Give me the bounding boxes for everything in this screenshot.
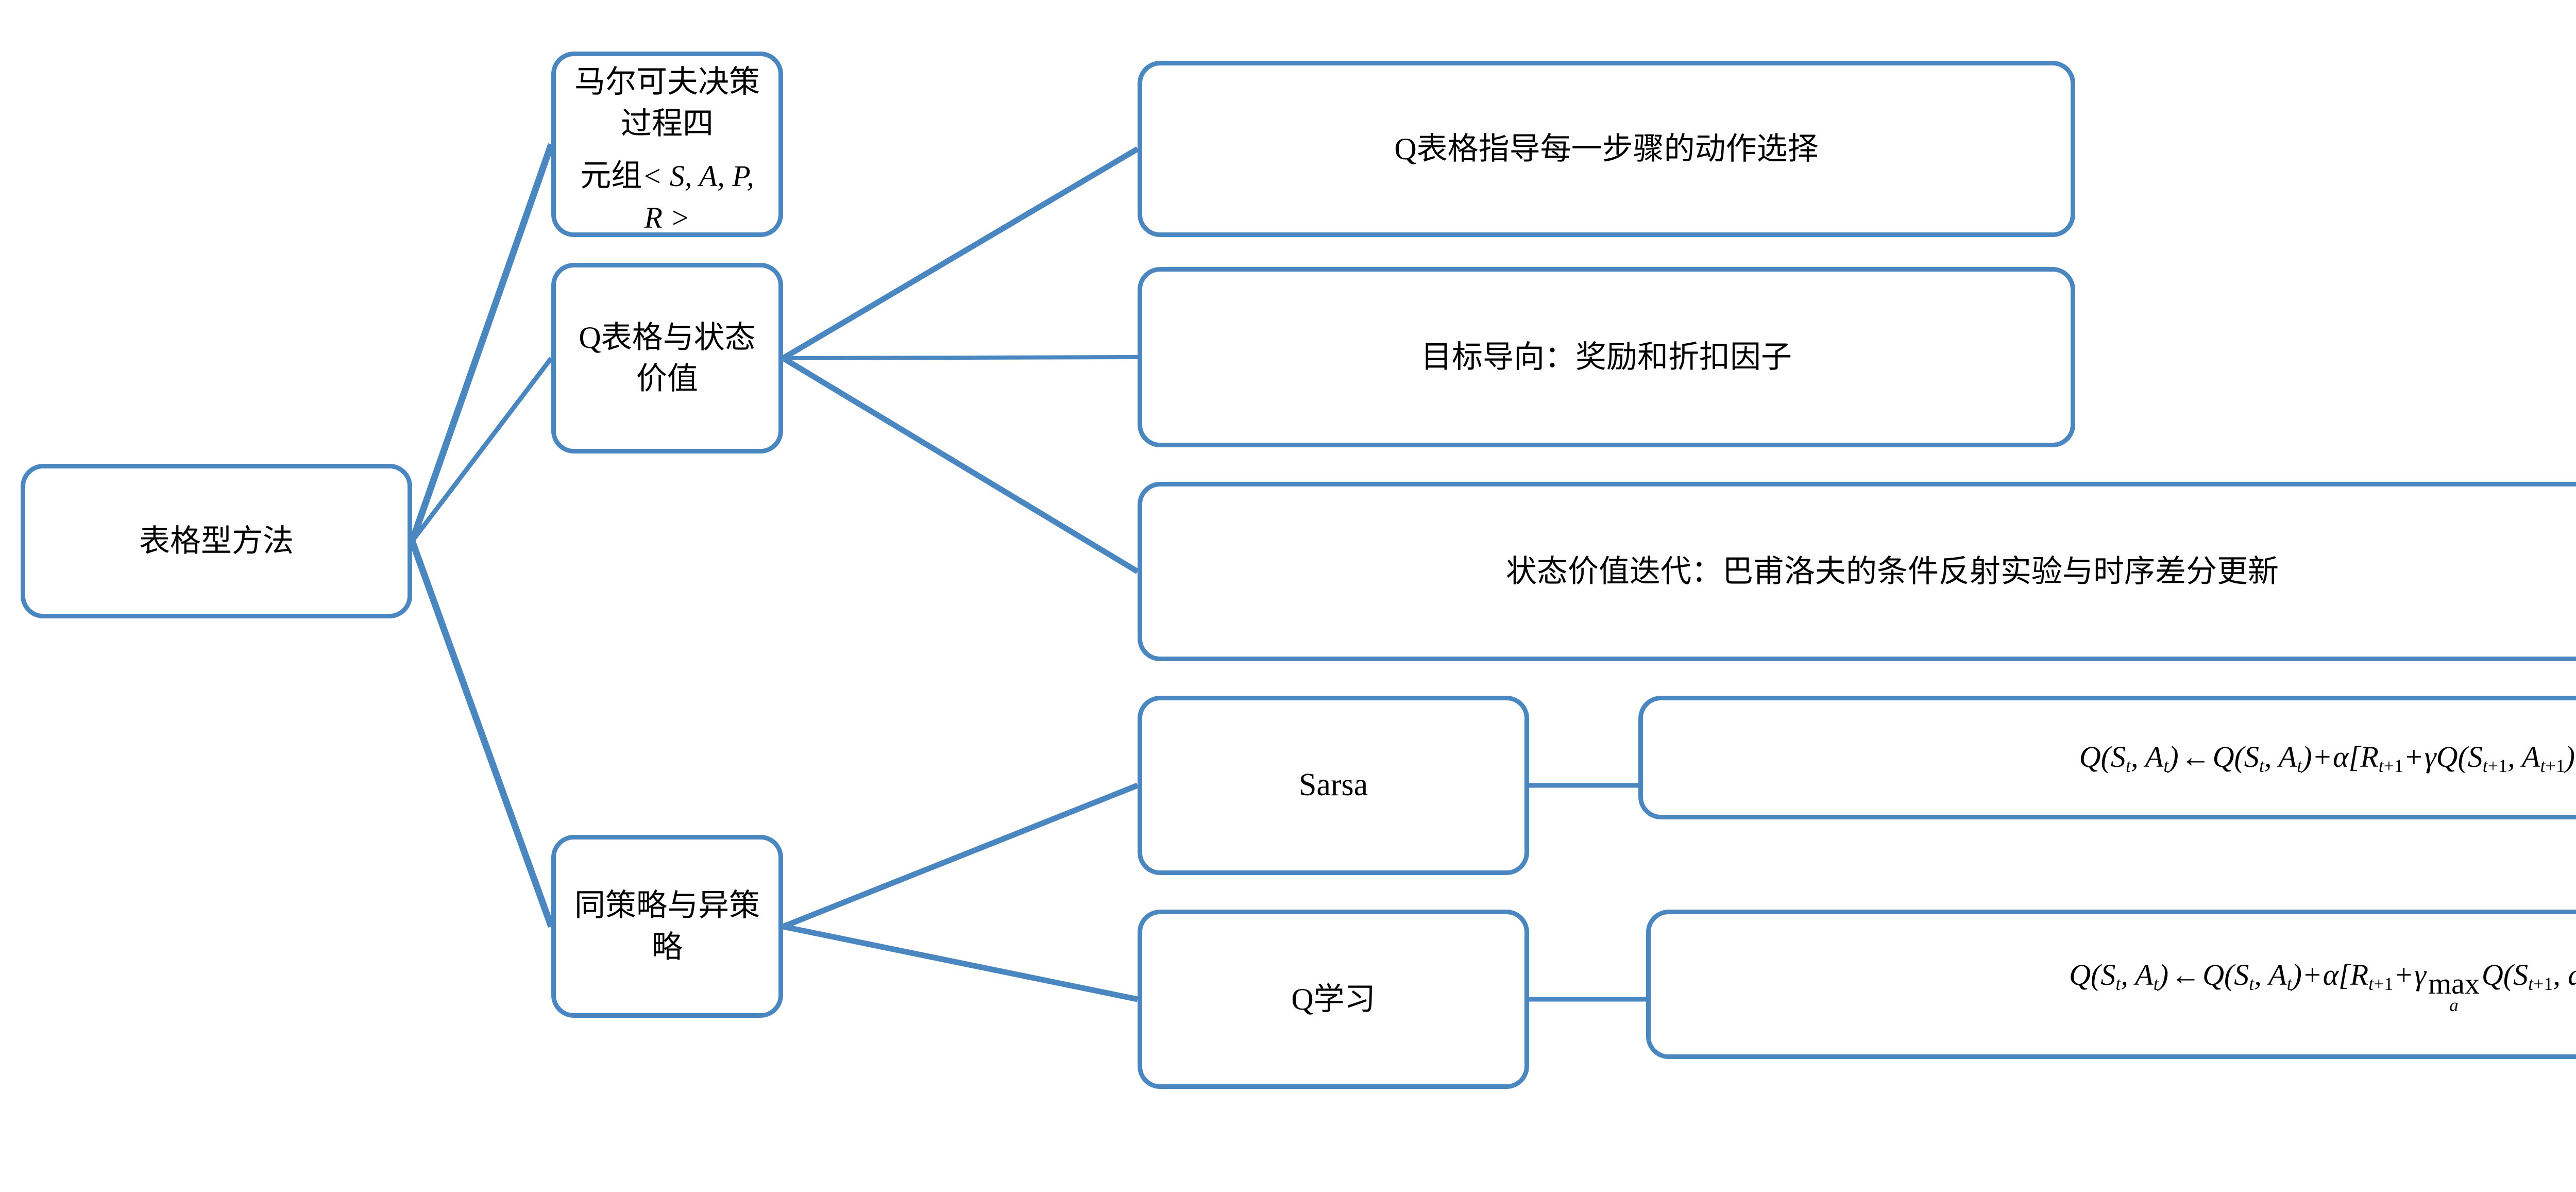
node-q-learning[interactable]: Q学习	[1138, 910, 1529, 1089]
node-sarsa-update-formula[interactable]: Q(St, At)←Q(St, At)+α[Rt+1+γQ(St+1, At+1…	[1638, 696, 2576, 819]
node-mdp-label-line2: 元组< S, A, P, R >	[580, 159, 754, 234]
edge-qtable-to-value	[782, 356, 1139, 574]
node-qlearn-label: Q学习	[1291, 982, 1376, 1016]
node-qguide-label: Q表格指导每一步骤的动作选择	[1394, 131, 1819, 166]
node-policy-label: 同策略与异策略	[574, 888, 760, 964]
node-mdp-label: 马尔可夫决策过程四 元组< S, A, P, R >	[569, 51, 765, 238]
edge-qtable-to-qguide	[782, 146, 1139, 361]
node-sarsa-label: Sarsa	[1298, 767, 1368, 803]
node-q-table-guides-action-selection[interactable]: Q表格指导每一步骤的动作选择	[1138, 61, 2075, 237]
node-sarsa[interactable]: Sarsa	[1138, 696, 1529, 875]
node-state-value-iteration-pavlov-td[interactable]: 状态价值迭代：巴甫洛夫的条件反射实验与时序差分更新	[1138, 482, 2576, 661]
node-root-label: 表格型方法	[139, 524, 294, 558]
node-root-tabular-methods[interactable]: 表格型方法	[21, 464, 412, 618]
node-goal-oriented-reward-discount[interactable]: 目标导向：奖励和折扣因子	[1138, 267, 2075, 447]
node-value-label: 状态价值迭代：巴甫洛夫的条件反射实验与时序差分更新	[1506, 554, 2279, 589]
node-q-table-label: Q表格与状态价值	[579, 320, 756, 396]
edge-root-to-qtable	[410, 357, 553, 543]
node-mdp-label-line1: 马尔可夫决策过程四	[574, 65, 760, 141]
edge-root-to-policy	[409, 540, 555, 928]
node-on-policy-off-policy[interactable]: 同策略与异策略	[551, 835, 783, 1018]
node-mdp-tuple[interactable]: 马尔可夫决策过程四 元组< S, A, P, R >	[551, 52, 783, 237]
edge-policy-to-sarsa	[782, 782, 1139, 930]
edge-qtable-to-goal	[783, 355, 1138, 360]
sarsa-formula-expression: Q(St, At)←Q(St, At)+α[Rt+1+γQ(St+1, At+1…	[2079, 740, 2575, 776]
node-goal-label: 目标导向：奖励和折扣因子	[1421, 340, 1792, 374]
edge-root-to-mdp	[409, 143, 555, 543]
edge-policy-to-qlearn	[782, 924, 1139, 1002]
node-q-table-and-state-value[interactable]: Q表格与状态价值	[551, 263, 783, 454]
